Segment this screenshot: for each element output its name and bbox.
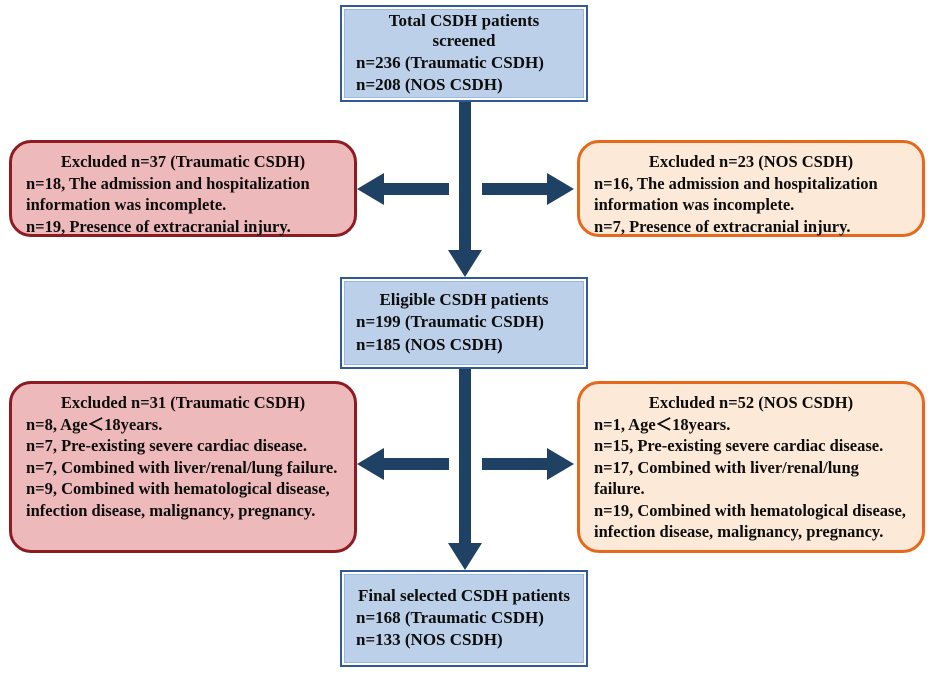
node-eligible-body: Eligible CSDH patients n=199 (Traumatic … [342,290,586,355]
node-excluded-eligible-traumatic: Excluded n=31 (Traumatic CSDH) n=8, Age＜… [9,381,357,553]
node-final-selected-body: Final selected CSDH patients n=168 (Trau… [342,586,586,651]
node-final-selected-title: Final selected CSDH patients [357,585,571,605]
connector-eligible-to-final [448,369,482,570]
node-excluded-screening-nos-lines: n=16, The admission and hospitalization … [594,174,878,236]
node-excluded-screening-traumatic-title: Excluded n=37 (Traumatic CSDH) [60,152,306,171]
node-total-screened-lines: n=236 (Traumatic CSDH) n=208 (NOS CSDH) [356,52,544,94]
node-excluded-screening-traumatic-lines: n=18, The admission and hospitalization … [26,174,310,236]
node-excluded-eligible-nos: Excluded n=52 (NOS CSDH) n=1, Age＜18year… [577,381,925,553]
node-eligible-lines: n=199 (Traumatic CSDH) n=185 (NOS CSDH) [356,312,544,354]
node-excluded-eligible-nos-body: Excluded n=52 (NOS CSDH) n=1, Age＜18year… [580,384,922,549]
node-eligible: Eligible CSDH patients n=199 (Traumatic … [340,277,588,369]
node-excluded-screening-nos-body: Excluded n=23 (NOS CSDH) n=16, The admis… [580,143,922,243]
node-excluded-screening-traumatic: Excluded n=37 (Traumatic CSDH) n=18, The… [9,140,357,237]
node-excluded-screening-nos-title: Excluded n=23 (NOS CSDH) [648,152,854,171]
node-final-selected-lines: n=168 (Traumatic CSDH) n=133 (NOS CSDH) [356,607,544,649]
connector-exclude-screening-left [357,173,449,205]
node-total-screened: Total CSDH patients screened n=236 (Trau… [340,5,588,102]
node-final-selected: Final selected CSDH patients n=168 (Trau… [340,570,588,667]
node-total-screened-title: Total CSDH patients screened [388,10,540,50]
node-eligible-title: Eligible CSDH patients [379,290,549,310]
node-excluded-eligible-traumatic-body: Excluded n=31 (Traumatic CSDH) n=8, Age＜… [12,384,354,527]
node-excluded-screening-nos: Excluded n=23 (NOS CSDH) n=16, The admis… [577,140,925,237]
node-excluded-eligible-nos-lines: n=1, Age＜18years. n=15, Pre-existing sev… [594,415,906,542]
connector-screened-to-eligible [448,102,482,277]
node-excluded-screening-traumatic-body: Excluded n=37 (Traumatic CSDH) n=18, The… [12,143,354,243]
connector-exclude-eligible-left [357,448,449,480]
node-excluded-eligible-traumatic-title: Excluded n=31 (Traumatic CSDH) [60,393,306,412]
node-excluded-eligible-nos-title: Excluded n=52 (NOS CSDH) [648,393,854,412]
connector-exclude-eligible-right [482,448,574,480]
connector-exclude-screening-right [482,173,574,205]
node-excluded-eligible-traumatic-lines: n=8, Age＜18years. n=7, Pre-existing seve… [26,415,338,520]
node-total-screened-body: Total CSDH patients screened n=236 (Trau… [342,11,586,96]
